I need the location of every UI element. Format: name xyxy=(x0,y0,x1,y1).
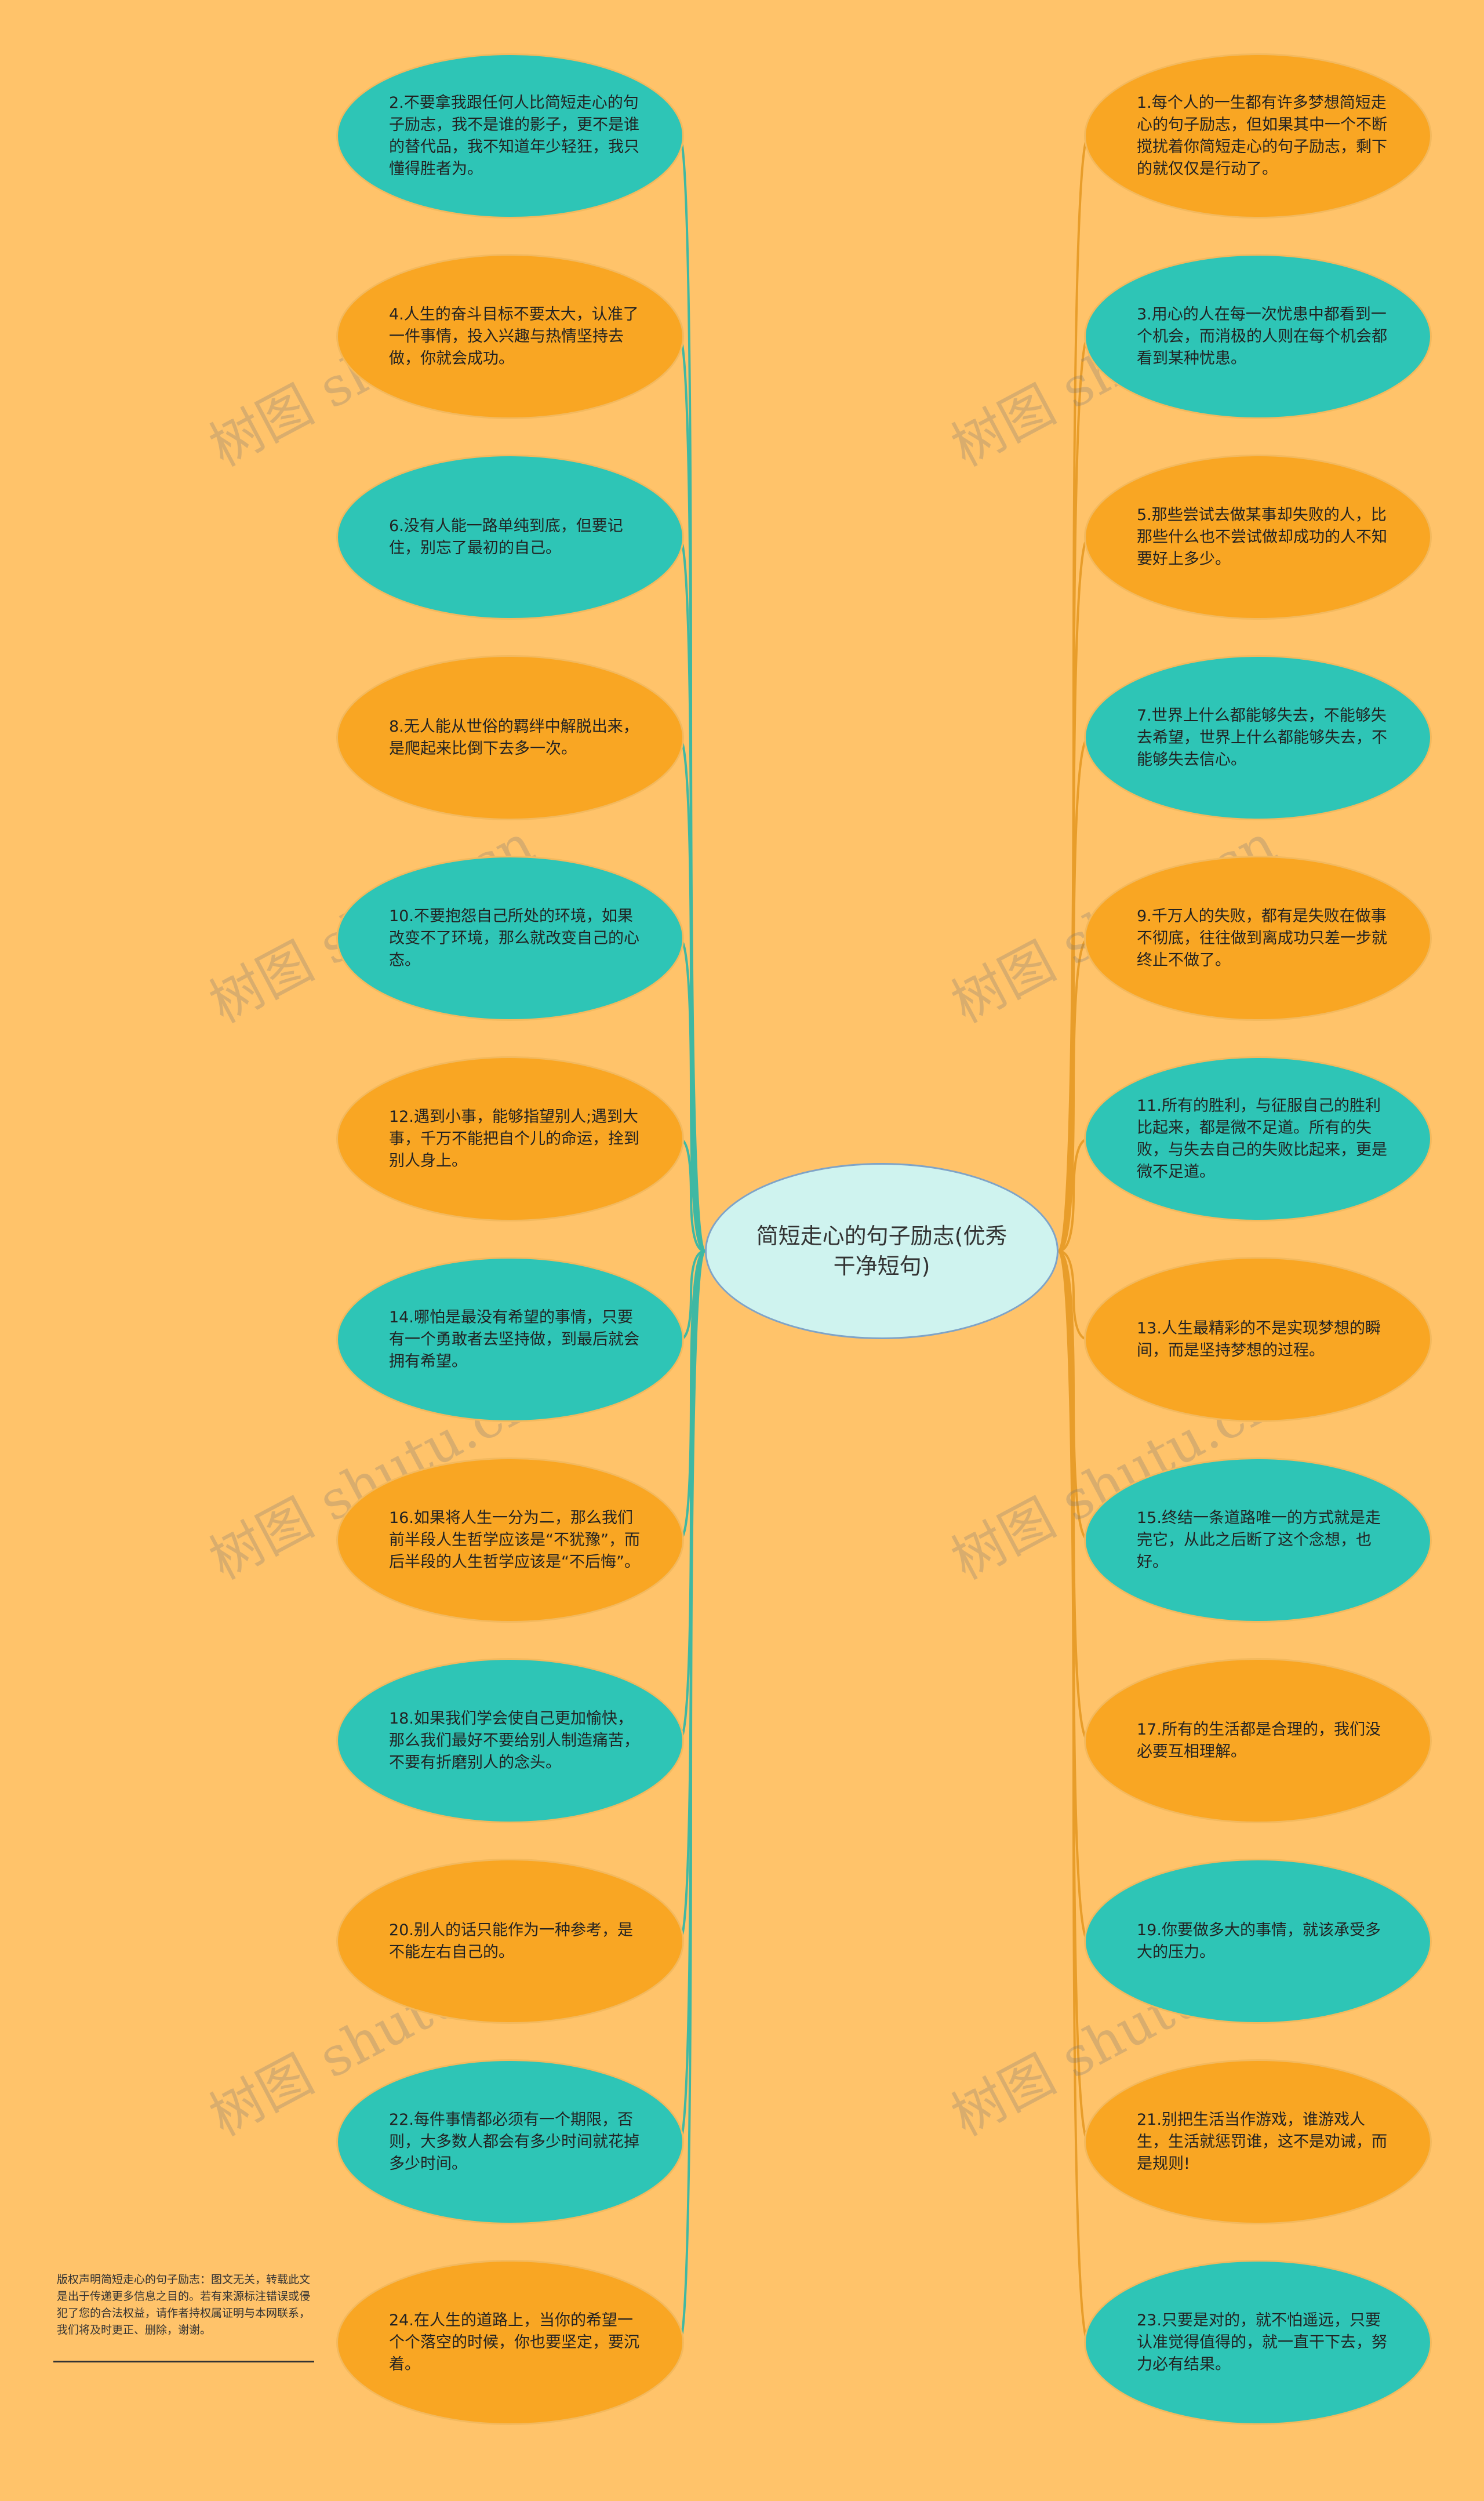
right-branch-node[interactable]: 23.只要是对的，就不怕遥远，只要认准觉得值得的，就一直干下去，努力必有结果。 xyxy=(1084,2260,1432,2425)
left-branch-node[interactable]: 6.没有人能一路单纯到底，但要记住，别忘了最初的自己。 xyxy=(336,455,684,620)
copyright-underline xyxy=(53,2361,314,2362)
left-connector xyxy=(679,937,705,1252)
right-branch-node[interactable]: 3.用心的人在每一次忧患中都看到一个机会，而消极的人则在每个机会都看到某种忧患。 xyxy=(1084,254,1432,419)
left-branch-node-label: 14.哪怕是最没有希望的事情，只要有一个勇敢者去坚持做，到最后就会拥有希望。 xyxy=(389,1308,639,1371)
right-branch-node-label: 3.用心的人在每一次忧患中都看到一个机会，而消极的人则在每个机会都看到某种忧患。 xyxy=(1137,305,1387,368)
right-branch-node-label: 5.那些尝试去做某事却失败的人，比那些什么也不尝试做却成功的人不知要好上多少。 xyxy=(1137,506,1387,568)
right-branch-node-label: 17.所有的生活都是合理的，我们没必要互相理解。 xyxy=(1137,1720,1381,1761)
center-topic[interactable]: 简短走心的句子励志(优秀干净短句) xyxy=(705,1163,1059,1339)
right-branch-node[interactable]: 13.人生最精彩的不是实现梦想的瞬间，而是坚持梦想的过程。 xyxy=(1084,1257,1432,1422)
right-branch-node[interactable]: 1.每个人的一生都有许多梦想简短走心的句子励志，但如果其中一个不断搅扰着你简短走… xyxy=(1084,53,1432,219)
left-connector xyxy=(679,1250,705,1341)
left-branch-node-label: 4.人生的奋斗目标不要太大，认准了一件事情，投入兴趣与热情坚持去做，你就会成功。 xyxy=(389,305,639,368)
left-branch-node-label: 10.不要抱怨自己所处的环境，如果改变不了环境，那么就改变自己的心态。 xyxy=(389,907,639,969)
left-branch-node-label: 18.如果我们学会使自己更加愉快，那么我们最好不要给别人制造痛苦，不要有折磨别人… xyxy=(389,1709,639,1772)
left-branch-node[interactable]: 20.别人的话只能作为一种参考，是不能左右自己的。 xyxy=(336,1859,684,2024)
right-branch-node-label: 9.千万人的失败，都有是失败在做事不彻底，往往做到离成功只差一步就终止不做了。 xyxy=(1137,907,1387,969)
right-branch-node-label: 15.终结一条道路唯一的方式就是走完它，从此之后断了这个念想，也好。 xyxy=(1137,1508,1381,1571)
right-branch-node[interactable]: 19.你要做多大的事情，就该承受多大的压力。 xyxy=(1084,1859,1432,2024)
left-branch-node[interactable]: 8.无人能从世俗的羁绊中解脱出来，是爬起来比倒下去多一次。 xyxy=(336,655,684,820)
right-branch-node-label: 1.每个人的一生都有许多梦想简短走心的句子励志，但如果其中一个不断搅扰着你简短走… xyxy=(1137,93,1387,178)
right-branch-node-label: 13.人生最精彩的不是实现梦想的瞬间，而是坚持梦想的过程。 xyxy=(1137,1319,1381,1359)
right-branch-node-label: 11.所有的胜利，与征服自己的胜利比起来，都是微不足道。所有的失败，与失去自己的… xyxy=(1137,1096,1387,1181)
left-branch-node[interactable]: 22.每件事情都必须有一个期限，否则，大多数人都会有多少时间就花掉多少时间。 xyxy=(336,2059,684,2224)
left-branch-node[interactable]: 4.人生的奋斗目标不要太大，认准了一件事情，投入兴趣与热情坚持去做，你就会成功。 xyxy=(336,254,684,419)
right-branch-node[interactable]: 11.所有的胜利，与征服自己的胜利比起来，都是微不足道。所有的失败，与失去自己的… xyxy=(1084,1056,1432,1222)
copyright-notice: 版权声明简短走心的句子励志：图文无关，转载此文是出于传递更多信息之目的。若有来源… xyxy=(57,2273,311,2336)
right-connector xyxy=(1058,736,1089,1252)
left-connector xyxy=(678,1250,706,2344)
right-branch-node-label: 19.你要做多大的事情，就该承受多大的压力。 xyxy=(1137,1921,1381,1961)
right-branch-node[interactable]: 17.所有的生活都是合理的，我们没必要互相理解。 xyxy=(1084,1658,1432,1823)
right-branch-node-label: 7.世界上什么都能够失去，不能够失去希望，世界上什么都能够失去，不能够失去信心。 xyxy=(1137,706,1387,769)
right-connector xyxy=(1058,1137,1089,1252)
left-branch-node-label: 22.每件事情都必须有一个期限，否则，大多数人都会有多少时间就花掉多少时间。 xyxy=(389,2110,639,2173)
right-connector xyxy=(1058,1250,1089,1341)
left-branch-node-label: 2.不要拿我跟任何人比简短走心的句子励志，我不是谁的影子，更不是谁的替代品，我不… xyxy=(389,93,639,178)
left-branch-node[interactable]: 12.遇到小事，能够指望别人;遇到大事，千万不能把自个儿的命运，拴到别人身上。 xyxy=(336,1056,684,1222)
left-branch-node[interactable]: 14.哪怕是最没有希望的事情，只要有一个勇敢者去坚持做，到最后就会拥有希望。 xyxy=(336,1257,684,1422)
left-branch-node[interactable]: 18.如果我们学会使自己更加愉快，那么我们最好不要给别人制造痛苦，不要有折磨别人… xyxy=(336,1658,684,1823)
left-branch-node-label: 16.如果将人生一分为二，那么我们前半段人生哲学应该是“不犹豫”，而后半段的人生… xyxy=(389,1508,640,1571)
right-branch-node-label: 23.只要是对的，就不怕遥远，只要认准觉得值得的，就一直干下去，努力必有结果。 xyxy=(1137,2311,1387,2373)
right-branch-node[interactable]: 7.世界上什么都能够失去，不能够失去希望，世界上什么都能够失去，不能够失去信心。 xyxy=(1084,655,1432,820)
left-branch-node[interactable]: 24.在人生的道路上，当你的希望一个个落空的时候，你也要坚定，要沉着。 xyxy=(336,2260,684,2425)
left-branch-node-label: 8.无人能从世俗的羁绊中解脱出来，是爬起来比倒下去多一次。 xyxy=(389,717,639,758)
left-branch-node[interactable]: 2.不要拿我跟任何人比简短走心的句子励志，我不是谁的影子，更不是谁的替代品，我不… xyxy=(336,53,684,219)
right-branch-node[interactable]: 21.别把生活当作游戏，谁游戏人生，生活就惩罚谁，这不是劝诫，而是规则! xyxy=(1084,2059,1432,2224)
left-branch-node-label: 6.没有人能一路单纯到底，但要记住，别忘了最初的自己。 xyxy=(389,517,623,557)
center-topic-label: 简短走心的句子励志(优秀干净短句) xyxy=(756,1223,1007,1279)
right-connector xyxy=(1058,937,1089,1252)
left-branch-node-label: 20.别人的话只能作为一种参考，是不能左右自己的。 xyxy=(389,1921,633,1961)
left-branch-node-label: 24.在人生的道路上，当你的希望一个个落空的时候，你也要坚定，要沉着。 xyxy=(389,2311,639,2373)
left-connector xyxy=(679,1137,705,1252)
right-connector xyxy=(1058,1250,1089,2344)
right-branch-node[interactable]: 15.终结一条道路唯一的方式就是走完它，从此之后断了这个念想，也好。 xyxy=(1084,1457,1432,1623)
left-branch-node[interactable]: 10.不要抱怨自己所处的环境，如果改变不了环境，那么就改变自己的心态。 xyxy=(336,856,684,1021)
right-branch-node[interactable]: 9.千万人的失败，都有是失败在做事不彻底，往往做到离成功只差一步就终止不做了。 xyxy=(1084,856,1432,1021)
right-branch-node-label: 21.别把生活当作游戏，谁游戏人生，生活就惩罚谁，这不是劝诫，而是规则! xyxy=(1137,2110,1387,2173)
left-connector xyxy=(679,736,705,1252)
left-branch-node[interactable]: 16.如果将人生一分为二，那么我们前半段人生哲学应该是“不犹豫”，而后半段的人生… xyxy=(336,1457,684,1623)
right-branch-node[interactable]: 5.那些尝试去做某事却失败的人，比那些什么也不尝试做却成功的人不知要好上多少。 xyxy=(1084,455,1432,620)
left-branch-node-label: 12.遇到小事，能够指望别人;遇到大事，千万不能把自个儿的命运，拴到别人身上。 xyxy=(389,1107,639,1170)
